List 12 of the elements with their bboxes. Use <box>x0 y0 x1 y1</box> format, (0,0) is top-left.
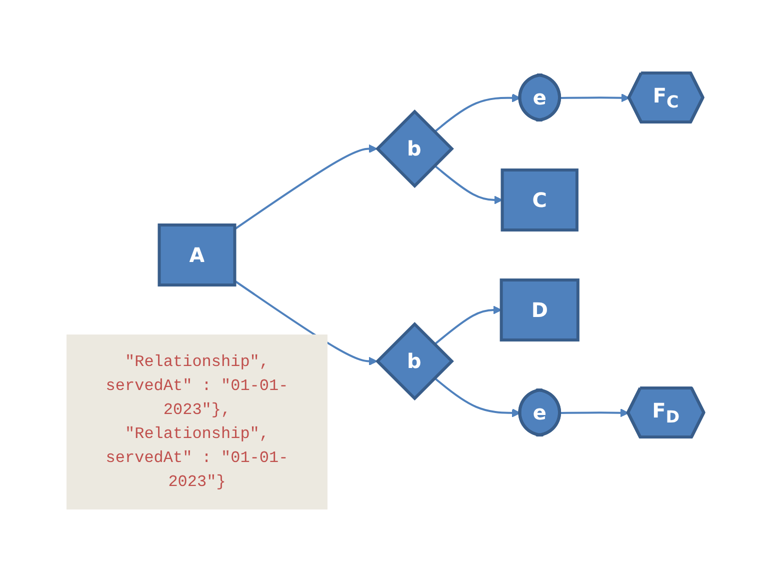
node-diamond: b <box>374 322 454 401</box>
arrow <box>234 144 377 230</box>
node-box: D <box>499 278 580 342</box>
arrow <box>234 280 377 366</box>
node-box: "Relationship", servedAt" : "01-01-2023"}, "Relationship", servedAt" : "01-01-2023"} <box>66 334 328 510</box>
arrow <box>560 93 630 102</box>
node-box: C <box>500 168 578 232</box>
arrow <box>434 164 502 204</box>
node-diamond: b <box>374 109 454 188</box>
node-box: A <box>157 224 236 286</box>
arrow <box>560 408 628 418</box>
arrow <box>434 306 502 346</box>
